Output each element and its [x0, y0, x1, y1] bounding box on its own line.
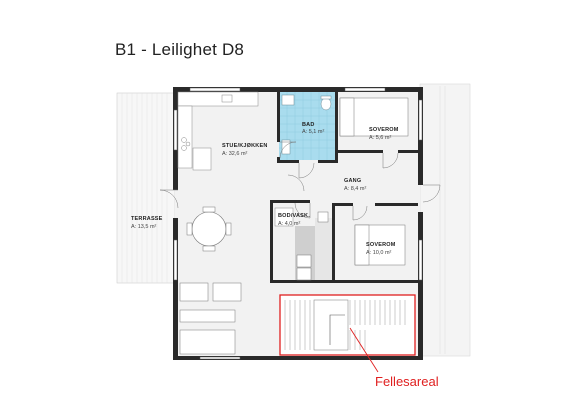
windows — [173, 87, 423, 360]
stair-steps — [284, 300, 406, 350]
shared-area-outline — [279, 294, 416, 356]
room-name-living-kitchen: STUE/KJØKKEN — [222, 143, 268, 149]
shared-area-label: Fellesareal — [375, 374, 439, 389]
kitchen-counter-side — [177, 105, 193, 169]
balcony-right-lines — [439, 86, 446, 354]
room-name-bedroom-small: SOVEROM — [369, 127, 399, 133]
washing-machines — [296, 211, 329, 281]
dining-chairs — [186, 206, 232, 252]
room-name-bedroom-large: SOVEROM — [366, 242, 396, 248]
room-area-terrace: A: 13,5 m² — [131, 224, 157, 230]
pillow-large — [354, 224, 370, 266]
room-area-bathroom: A: 5,1 m² — [302, 129, 324, 135]
room-area-bedroom-large: A: 10,0 m² — [366, 250, 392, 256]
stair-direction-arrow — [329, 314, 345, 345]
stair-well — [313, 299, 349, 351]
terrace-deck — [116, 92, 176, 284]
kitchen-counter — [177, 91, 259, 107]
room-name-bathroom: BAD — [302, 122, 315, 128]
room-area-storage: A: 4,0 m² — [278, 221, 300, 227]
terrace-planks — [121, 93, 168, 283]
plan-title: B1 - Leilighet D8 — [115, 40, 245, 59]
room-area-bedroom-small: A: 5,6 m² — [369, 135, 391, 141]
bathroom-fixtures — [281, 94, 332, 155]
kitchen-island — [192, 147, 212, 171]
room-name-terrace: TERRASSE — [131, 216, 163, 222]
room-name-storage: BOD/VASK. — [278, 213, 310, 219]
room-area-living-kitchen: A: 32,6 m² — [222, 151, 248, 157]
room-area-hallway: A: 8,4 m² — [344, 186, 366, 192]
sink-icon — [221, 94, 233, 103]
room-name-hallway: GANG — [344, 178, 361, 184]
living-sofa — [179, 282, 242, 355]
pillow-small — [339, 97, 355, 137]
storage-shelf — [274, 207, 294, 227]
dining-table — [191, 211, 227, 247]
shared-area-leader-line — [349, 327, 379, 373]
stove-icon — [181, 137, 191, 151]
door-swings — [159, 141, 441, 221]
laundry-floor — [315, 218, 333, 282]
